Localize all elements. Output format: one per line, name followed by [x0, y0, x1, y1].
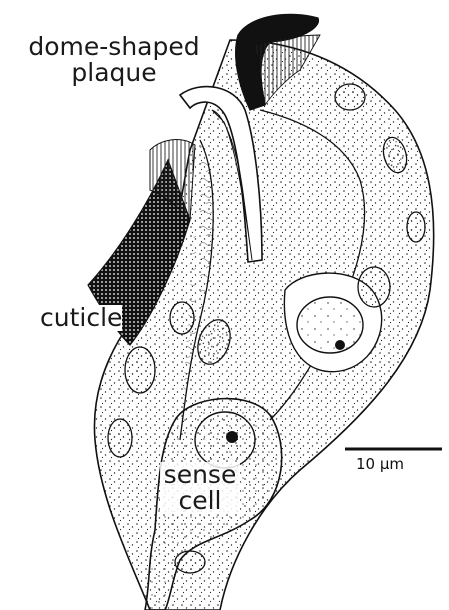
- nucleus: [170, 302, 194, 334]
- label-dome-shaped-plaque: dome-shaped plaque: [10, 34, 218, 86]
- nucleus: [358, 267, 390, 307]
- nucleus: [125, 347, 155, 393]
- nucleus: [297, 297, 363, 353]
- label-sense-line2: cell: [160, 488, 240, 514]
- nucleus: [175, 551, 205, 573]
- label-sense-line1: sense: [160, 462, 240, 488]
- epidermis-tissue: [94, 40, 433, 610]
- nucleus: [108, 419, 132, 457]
- nucleus: [335, 84, 365, 110]
- label-dome-line2: plaque: [10, 60, 218, 86]
- nucleus: [407, 212, 425, 242]
- label-sense-cell: sense cell: [160, 462, 240, 514]
- label-cuticle: cuticle: [40, 305, 122, 331]
- label-dome-line1: dome-shaped: [10, 34, 218, 60]
- scale-bar-label: 10 μm: [356, 455, 404, 473]
